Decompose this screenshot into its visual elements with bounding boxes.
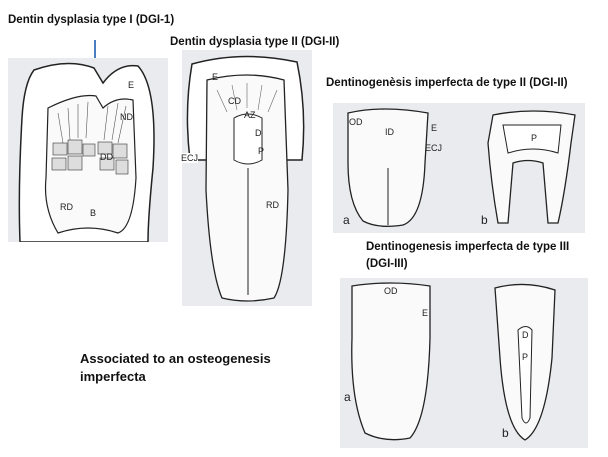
label-od: OD [349,117,363,127]
label-od: OD [384,286,398,296]
label-ecj: ECJ [425,143,443,153]
figure-dgi-type-2: OD ID E ECJ a b P [333,103,585,233]
title-dentin-dysplasia-type-1: Dentin dysplasia type I (DGI-1) [8,14,175,26]
label-normal-dentin: ND [120,112,133,122]
figure-dentin-dysplasia-type-1: E ND DD RD B [8,58,168,242]
label-id: ID [385,127,394,137]
note-line-1: Associated to an osteogenesis [80,351,271,366]
title-dentin-dysplasia-type-2: Dentin dysplasia type II (DGI-II) [170,36,340,48]
label-enamel: E [128,80,135,90]
label-a: a [344,390,351,404]
label-coronal-dentin: CD [228,96,241,106]
label-b: B [90,208,97,218]
title-dgi-type-3: Dentinogenesis imperfecta de type III [366,241,570,253]
label-root-dentin: RD [266,200,279,210]
label-dysplastic-dentin: DD [100,152,113,162]
label-root-dentin: RD [60,202,73,212]
label-pulp: P [258,146,265,156]
figure-dentin-dysplasia-type-2: E CD AZ D P ECJ RD [181,50,312,306]
figure-dgi-type-3: OD E a b D P [340,278,588,448]
label-pulp: P [522,352,529,362]
title-dgi-type-3-abbr: (DGI-III) [366,258,408,270]
title-dgi-type-2: Dentinogenèsis imperfecta de type II (DG… [326,77,568,89]
label-b: b [481,213,488,227]
note-line-2: imperfecta [80,369,146,384]
label-ecj: ECJ [181,153,199,163]
label-enamel: E [212,72,219,82]
label-b: b [502,426,509,440]
label-enamel: E [431,123,438,133]
label-denticle: D [522,330,529,340]
label-pulp: P [531,133,538,143]
label-denticle: D [255,128,262,138]
label-a: a [343,213,350,227]
osteogenesis-note: Associated to an osteogenesis imperfecta [80,350,271,386]
label-enamel: E [422,308,429,318]
label-az: AZ [244,110,256,120]
